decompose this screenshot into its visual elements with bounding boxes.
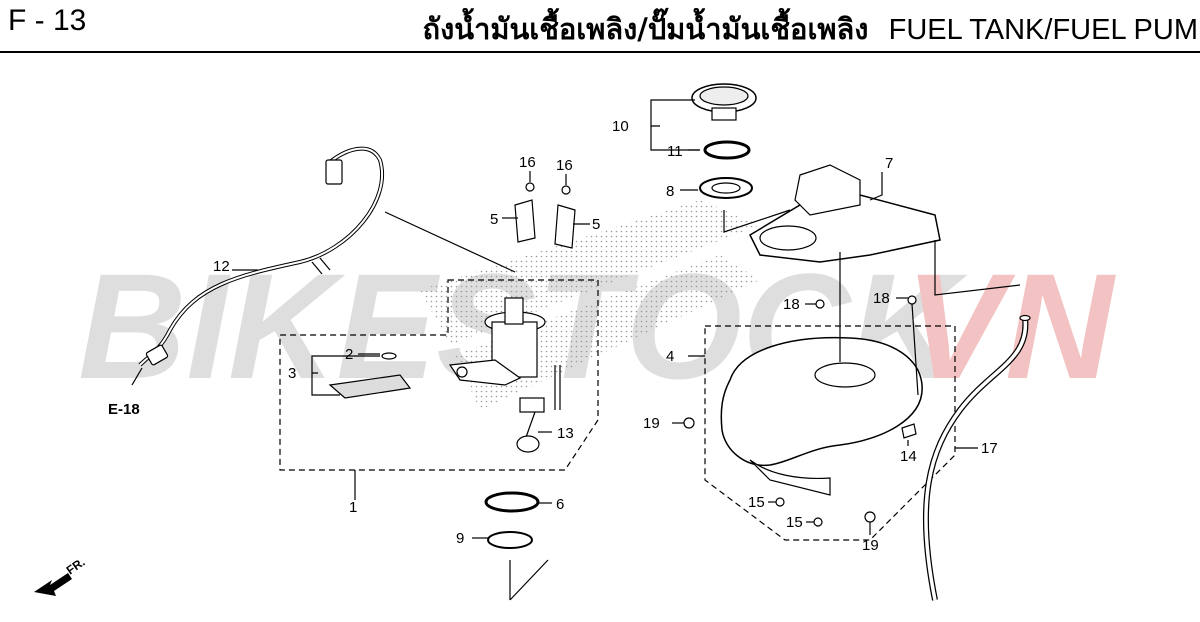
pad-14 [901, 423, 917, 439]
bolt-18-right [907, 295, 917, 305]
bolt-16-left [525, 182, 535, 192]
leader-3-lower [311, 372, 340, 396]
hose-connector-bottom [145, 344, 169, 366]
front-arrow-icon: FR. [34, 555, 88, 596]
tank-cover-opening [759, 225, 817, 251]
leader-10-lower [650, 126, 700, 151]
leader-ring-tank [723, 209, 791, 233]
page-code: F - 13 [8, 4, 87, 37]
hose-break-2 [311, 261, 323, 275]
tank-outline [704, 325, 956, 541]
filler-ring-8 [699, 177, 753, 199]
breather-hose-end [1019, 314, 1031, 322]
callout-18-right: 18 [873, 290, 890, 307]
filter-oring [381, 352, 397, 360]
tank-filler-neck [814, 362, 876, 388]
float-arm [524, 411, 536, 441]
nut-15-upper [775, 497, 785, 507]
float [516, 435, 540, 453]
bolt-19-left [683, 417, 695, 429]
callout-5-right: 5 [592, 216, 600, 233]
bracket-right [554, 204, 576, 249]
leader-e18 [131, 367, 143, 386]
callout-1: 1 [349, 499, 357, 516]
tank-cover-hinge [794, 164, 861, 216]
leader-cover-hose [934, 240, 1021, 296]
bolt-16-right [561, 185, 571, 195]
sender-unit [519, 397, 545, 413]
callout-10: 10 [612, 118, 629, 135]
page-title: ถังน้ำมันเชื้อเพลิง/ปั๊มน้ำมันเชื้อเพลิง… [423, 6, 1198, 52]
header-rule [0, 51, 1200, 53]
tank-lower-lip [749, 459, 831, 496]
callout-7: 7 [885, 155, 893, 172]
gasket-9 [487, 531, 533, 549]
callouts: 1 2 3 4 5 5 6 7 8 9 10 11 12 13 14 15 15… [213, 118, 998, 554]
gasket-6 [484, 491, 540, 513]
callout-15-lower: 15 [786, 514, 803, 531]
callout-19-right: 19 [862, 537, 879, 554]
callout-9: 9 [456, 530, 464, 547]
callout-18-left: 18 [783, 296, 800, 313]
fuel-cap-face [699, 86, 749, 106]
pump-base-bracket [448, 359, 522, 386]
bolt-19-right [864, 511, 876, 523]
callout-4: 4 [666, 348, 674, 365]
nut-15-lower [813, 517, 823, 527]
fuel-tank-body [720, 336, 923, 466]
pump-top [504, 297, 524, 325]
bolt-18-left [815, 299, 825, 309]
callout-17: 17 [981, 440, 998, 457]
leader-3-upper [311, 355, 380, 373]
hose-connector-top [325, 159, 343, 185]
leader-10-upper [650, 99, 695, 127]
title-thai: ถังน้ำมันเชื้อเพลิง/ปั๊มน้ำมันเชื้อเพลิง [422, 12, 869, 46]
pump-assembly-outline [279, 279, 599, 471]
callout-2: 2 [345, 346, 353, 363]
hose-break-1 [319, 257, 331, 271]
title-english: FUEL TANK/FUEL PUM [888, 14, 1198, 46]
callout-19-left: 19 [643, 415, 660, 432]
reference-e18: E-18 [108, 401, 140, 418]
callout-5-left: 5 [490, 211, 498, 228]
callout-15-upper: 15 [748, 494, 765, 511]
callout-6: 6 [556, 496, 564, 513]
filler-ring-8-inner [711, 182, 741, 194]
callout-14: 14 [900, 448, 917, 465]
page-header: F - 13 ถังน้ำมันเชื้อเพลิง/ปั๊มน้ำมันเชื… [0, 0, 1200, 53]
callout-16-right: 16 [556, 157, 573, 174]
bracket-left [514, 199, 536, 243]
leader-hose-pump [384, 211, 516, 273]
fuel-cap-stem [711, 107, 737, 121]
callout-8: 8 [666, 183, 674, 200]
callout-13: 13 [557, 425, 574, 442]
fuel-hose-inner [139, 147, 383, 366]
leader-7 [869, 172, 883, 201]
callout-12: 12 [213, 258, 230, 275]
callout-16-left: 16 [519, 154, 536, 171]
linework [131, 83, 1031, 601]
callout-3: 3 [288, 365, 296, 382]
cap-gasket-11 [703, 140, 751, 160]
pump-filter [328, 374, 412, 399]
callout-11: 11 [667, 143, 683, 160]
pump-bracket-hole [456, 366, 468, 378]
leader-18-right-down [911, 303, 919, 396]
leader-gasket-diag [509, 559, 549, 601]
breather-hose-inner [924, 317, 1028, 601]
